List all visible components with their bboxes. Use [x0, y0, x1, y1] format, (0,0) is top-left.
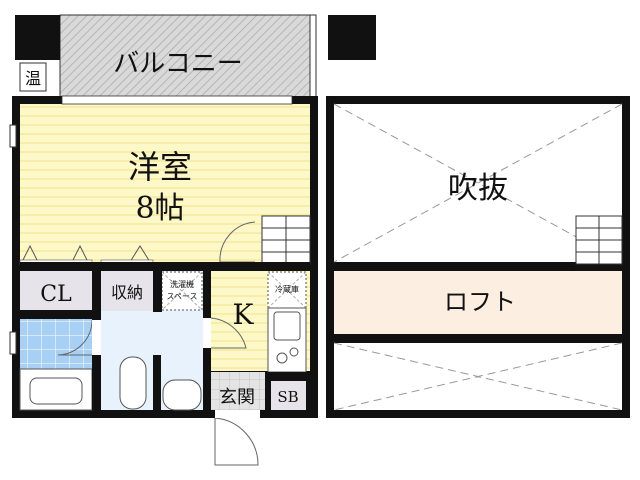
loft-label: ロフト [444, 288, 516, 316]
washbasin [162, 379, 202, 411]
toilet [119, 356, 147, 410]
bathroom-tiles [20, 319, 92, 369]
balcony-label: バルコニー [113, 49, 242, 79]
washer-space-cross [161, 271, 203, 311]
refrigerator-label: 冷蔵庫 [275, 284, 299, 294]
lower-open-area-cross [333, 342, 623, 411]
closet-folding-doors [21, 244, 151, 263]
storage-label: 収納 [111, 283, 143, 302]
bath-window [9, 331, 17, 355]
side-window [9, 124, 17, 148]
room-door-swing [219, 221, 256, 263]
balcony-window [61, 95, 293, 105]
refrigerator-cross [267, 271, 307, 309]
kitchen-sink [273, 311, 301, 341]
balcony [59, 14, 313, 99]
entrance-door-swing [214, 417, 259, 466]
entrance-floor [211, 372, 265, 410]
entrance-doorway [215, 410, 260, 418]
open-ceiling-label: 吹抜 [448, 171, 508, 206]
bath-doorway [92, 320, 101, 355]
entrance-label: 玄関 [219, 387, 255, 408]
wall-corner-block [328, 15, 376, 60]
staircase [261, 215, 311, 265]
water-heater-box [19, 62, 47, 92]
kitchen-label: K [233, 298, 255, 331]
western-room-label: 洋室 [128, 148, 192, 186]
bath-door-swing [57, 319, 93, 356]
loft [334, 271, 622, 334]
staircase [575, 215, 623, 265]
stove-burner [276, 352, 288, 364]
closet [20, 271, 92, 311]
kitchen-doorway [203, 318, 211, 348]
shoe-box [271, 381, 306, 410]
washer-space-label: スペース [166, 292, 197, 301]
kitchen-door-swing [210, 317, 247, 349]
balcony-rail [309, 14, 317, 101]
upper-floor: 吹抜 ロフト [326, 15, 630, 418]
water-heater-label: 温 [25, 69, 41, 88]
lower-floor: バルコニー 温 洋室 8帖 CL 収納 洗濯機 スペース K 冷蔵庫 玄関 SB [9, 14, 318, 466]
wall-corner-block [15, 15, 60, 60]
open-ceiling-cross [333, 103, 623, 263]
closet-label: CL [40, 282, 72, 307]
stove-burner [289, 347, 299, 357]
partition [153, 355, 161, 411]
western-room-size: 8帖 [135, 191, 184, 226]
bathtub-basin [29, 377, 83, 405]
washer-space-label: 洗濯機 [170, 279, 194, 289]
shoe-box-label: SB [277, 388, 298, 406]
storage [101, 271, 153, 311]
